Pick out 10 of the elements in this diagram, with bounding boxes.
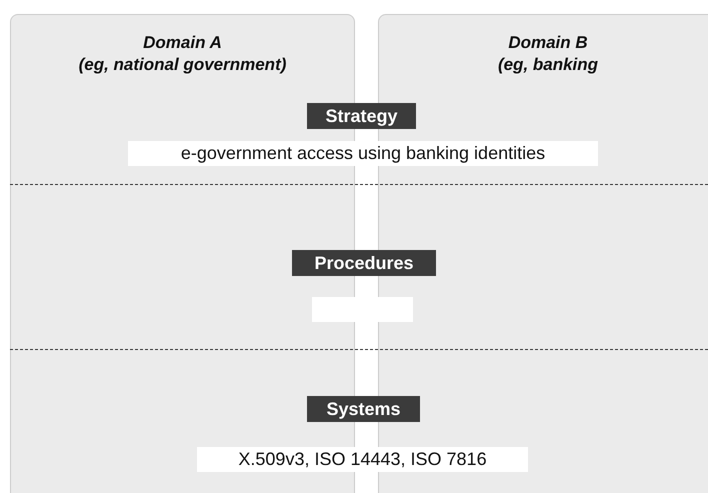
layer-label: Strategy xyxy=(307,103,416,129)
layer-label: Systems xyxy=(307,396,420,422)
panel-title: Domain B xyxy=(507,33,589,53)
panel-subtitle: (eg, banking xyxy=(496,55,600,75)
text-box: X.509v3, ISO 14443, ISO 7816 xyxy=(197,447,528,472)
panel-subtitle: (eg, national government) xyxy=(78,55,288,75)
panel-title: Domain A xyxy=(142,33,223,53)
blank-box xyxy=(312,297,413,322)
text-box: e-government access using banking identities xyxy=(128,141,598,166)
layer-label: Procedures xyxy=(292,250,436,276)
